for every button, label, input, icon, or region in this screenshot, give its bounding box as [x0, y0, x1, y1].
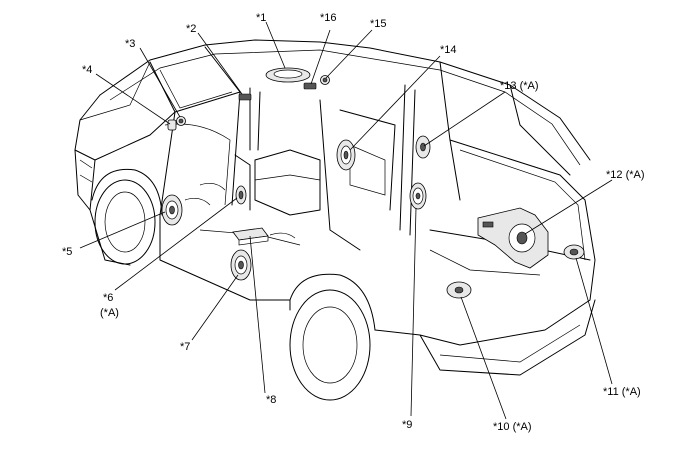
door-speaker-6 — [235, 185, 247, 205]
callout-1: *1 — [256, 12, 266, 24]
rear-door-speaker-7 — [230, 249, 252, 281]
callout-14: *14 — [440, 44, 457, 56]
rear-pillar-speaker-13 — [415, 135, 431, 159]
overhead-speaker-1 — [265, 67, 311, 83]
callout-5: *5 — [62, 246, 72, 258]
dash-tweeter-2 — [238, 93, 252, 101]
callout-10: *10 (*A) — [493, 421, 532, 433]
callout-15: *15 — [370, 18, 387, 30]
rear-quarter-speaker-9 — [409, 182, 427, 210]
rear-gate-speaker-11 — [563, 244, 585, 260]
vehicle-body-outline — [74, 39, 596, 401]
mirror-tweeter-4 — [167, 119, 177, 131]
roof-tweeter-15 — [320, 75, 330, 85]
callout-4: *4 — [82, 64, 92, 76]
callout-6: *6 — [103, 292, 113, 304]
callout-11: *11 (*A) — [603, 386, 641, 398]
leader-lines — [79, 21, 613, 420]
callout-16: *16 — [320, 12, 337, 24]
callout-9: *9 — [402, 419, 412, 431]
callout-2: *2 — [186, 23, 196, 35]
roof-speaker-16 — [303, 82, 317, 90]
callout-6-note: (*A) — [100, 307, 119, 319]
callout-7: *7 — [180, 341, 190, 353]
callout-13: *13 (*A) — [500, 80, 539, 92]
callout-8: *8 — [266, 394, 276, 406]
callout-3: *3 — [125, 38, 135, 50]
subwoofer-12 — [477, 207, 549, 269]
amplifier-8 — [232, 227, 269, 246]
rear-gate-speaker-10 — [446, 281, 472, 299]
front-door-speaker-5 — [161, 194, 183, 226]
pillar-tweeter-3 — [176, 116, 186, 126]
callout-12: *12 (*A) — [606, 169, 645, 181]
quarter-speaker-14 — [336, 139, 356, 171]
